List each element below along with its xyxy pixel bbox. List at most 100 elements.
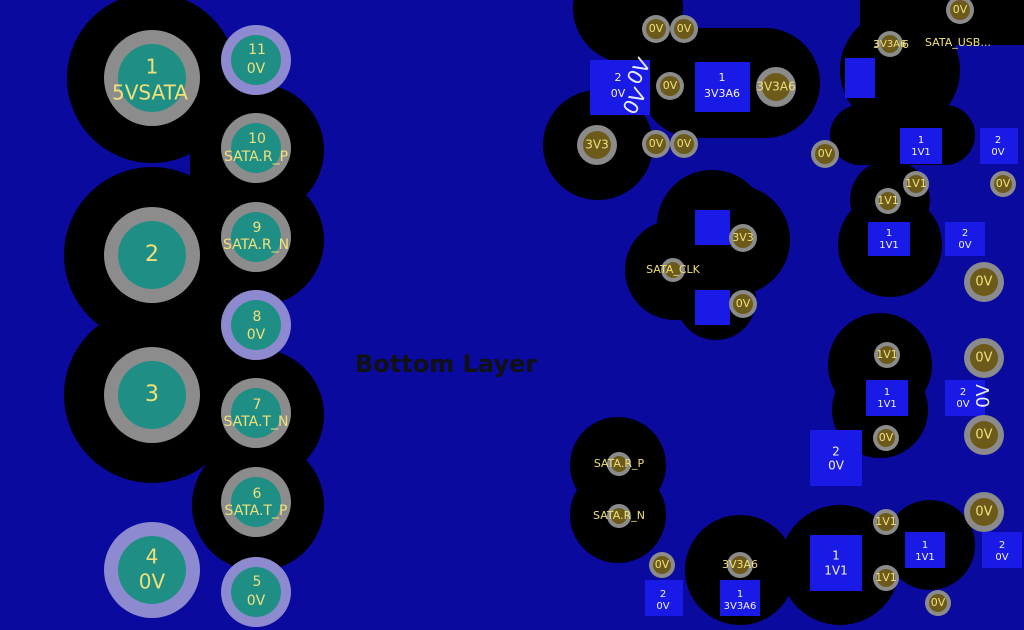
via-net: 1V1 [877, 194, 899, 207]
via: 0V [873, 425, 899, 451]
via: 3V3A6 [756, 67, 796, 107]
smd-pad-net: 3V3A6 [704, 87, 740, 100]
pin-net: SATA.T_P [225, 503, 288, 519]
pin-number: 8 [253, 309, 262, 325]
smd-pad-number: 1 [918, 135, 924, 146]
via-net: 0V [663, 79, 678, 92]
smd-pad-number: 2 [960, 387, 966, 398]
via-net: 3V3 [585, 138, 608, 152]
smd-pad-number: 2 [995, 135, 1001, 146]
pin-number: 10 [248, 131, 266, 147]
via: 0V [642, 130, 670, 158]
smd-pad-number: 2 [615, 71, 622, 84]
pin-number: 5 [253, 574, 262, 590]
pin-net: SATA.T_N [224, 414, 289, 430]
via: 1V1 [874, 342, 900, 368]
via-net: 0V [931, 596, 946, 609]
smd-pad-number: 2 [962, 228, 968, 239]
via: 3V3A6 [722, 552, 758, 578]
via: 1V1 [873, 565, 899, 591]
pin-number: 11 [248, 42, 266, 58]
via: 3V3A6 [874, 31, 907, 57]
smd-pad-net: 0V [828, 459, 845, 473]
via-net: 3V3A6 [756, 80, 795, 94]
smd-pad-number: 1 [719, 71, 726, 84]
via-net: SATA.R_P [594, 457, 645, 470]
via: 0V [729, 290, 757, 318]
via: 0V [964, 338, 1004, 378]
via: 0V [642, 15, 670, 43]
connector-pin-1: 1 5VSATA [104, 30, 200, 126]
pin-number: 2 [145, 242, 159, 267]
smd-pad-net: 0V [656, 601, 669, 612]
via: 0V [964, 492, 1004, 532]
pin-number: 9 [253, 220, 262, 236]
smd-pad-net: 0V [958, 240, 971, 251]
smd-pad-number: 2 [832, 445, 840, 459]
smd-pad-net: 0V [956, 399, 969, 410]
pin-net: SATA.R_N [223, 237, 289, 253]
via-net: 0V [975, 351, 992, 366]
via: 0V [670, 130, 698, 158]
smd-pad-net: 0V [991, 147, 1004, 158]
pin-net: 5VSATA [112, 81, 188, 105]
smd-pad-group [590, 58, 1022, 616]
pin-net: SATA.R_P [224, 149, 288, 165]
net-label: SATA_USB... [925, 36, 991, 49]
via-net: 0V [677, 137, 692, 150]
via-net: 0V [736, 297, 751, 310]
smd-pad-net: 1V1 [915, 552, 935, 563]
smd-pad-net: 1V1 [911, 147, 931, 158]
via-net: 0V [996, 177, 1011, 190]
via-net: 3V3 [732, 231, 754, 244]
connector: 1 5VSATA 2 3 4 0V 11 0V 10 [104, 25, 291, 627]
connector-pin-6: 6 SATA.T_P [221, 467, 291, 537]
smd-pad-labels: 2 0V 1 3V3A6 1 1V1 2 0V 1 1V1 2 0V 1 1V1… [611, 71, 1009, 612]
smd-pad-net: 0V [611, 87, 626, 100]
connector-pin-4: 4 0V [104, 522, 200, 618]
connector-pin-11: 11 0V [221, 25, 291, 95]
smd-pad-number: 1 [922, 540, 928, 551]
via: 0V [649, 552, 675, 578]
via: SATA.R_N [593, 504, 645, 528]
pin-number: 7 [253, 397, 262, 413]
smd-pad-number: 2 [660, 589, 666, 600]
via-net: 1V1 [876, 348, 898, 361]
via-net: 1V1 [905, 177, 927, 190]
via-net: SATA_CLK [646, 263, 701, 276]
pin-net: 0V [247, 327, 266, 343]
pin-number: 1 [146, 55, 159, 79]
smd-pad-number: 1 [832, 549, 840, 563]
smd-pad-net: 0V [995, 552, 1008, 563]
via-net: 0V [649, 22, 664, 35]
via-net: 1V1 [875, 515, 897, 528]
net-label: 0V [973, 383, 994, 407]
smd-pad-number: 2 [999, 540, 1005, 551]
via: 0V [656, 72, 684, 100]
pin-number: 6 [253, 486, 262, 502]
via-net: 0V [655, 558, 670, 571]
via-net: 0V [953, 3, 968, 16]
pin-number: 4 [146, 545, 159, 569]
connector-pin-2: 2 [104, 207, 200, 303]
connector-pin-8: 8 0V [221, 290, 291, 360]
via: 0V [811, 140, 839, 168]
via-net: 3V3A6 [874, 39, 907, 50]
via: 1V1 [903, 171, 929, 197]
smd-pad-net: 1V1 [879, 240, 899, 251]
smd-pad-net: 1V1 [877, 399, 897, 410]
via: 3V3 [577, 125, 617, 165]
via: 3V3 [729, 224, 757, 252]
via: 1V1 [873, 509, 899, 535]
smd-pad-number: 1 [884, 387, 890, 398]
connector-pin-5: 5 0V [221, 557, 291, 627]
smd-pad-number: 1 [886, 228, 892, 239]
layer-label: Bottom Layer [355, 350, 537, 378]
via-net: SATA.R_N [593, 509, 645, 522]
via-net: 0V [677, 22, 692, 35]
via-net: 0V [975, 428, 992, 443]
connector-pin-10: 10 SATA.R_P [221, 113, 291, 183]
via: 1V1 [875, 188, 901, 214]
via: 0V [925, 590, 951, 616]
